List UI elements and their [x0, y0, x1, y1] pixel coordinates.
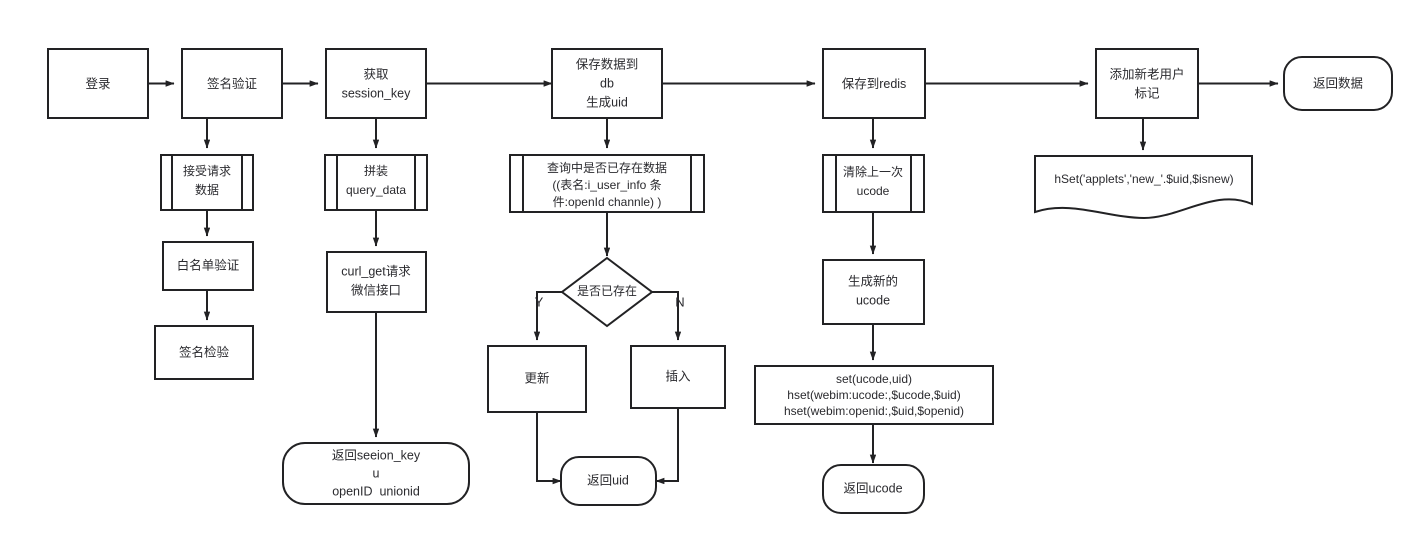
node-return-session-key-label-2: u	[373, 466, 380, 480]
node-return-session-key-label-3: openID unionid	[332, 484, 420, 498]
node-clear-last-ucode-label-1: 清除上一次	[843, 164, 903, 179]
node-hset-applets-document[interactable]: hSet('applets','new_'.$uid,$isnew)	[1034, 155, 1253, 220]
node-whitelist-verify-label: 白名单验证	[177, 257, 240, 272]
node-decision-exists[interactable]: 是否已存在	[560, 256, 654, 328]
node-return-session-key-label-1: 返回seeion_key	[332, 448, 421, 462]
node-curl-get-wechat-api[interactable]: curl_get请求 微信接口	[326, 251, 427, 313]
node-query-exists-data-label-1: 查询中是否已存在数据	[547, 160, 667, 175]
node-get-session-key-label-1: 获取	[363, 67, 389, 81]
edge-label-no: N	[675, 294, 684, 309]
edge-decision-yes-to-update	[533, 291, 562, 341]
node-receive-request-data-label-1: 接受请求	[183, 163, 231, 178]
node-query-exists-data-label-2: ((表名:i_user_info 条	[552, 177, 661, 192]
node-save-data-to-db[interactable]: 保存数据到 db 生成uid	[551, 48, 663, 119]
node-return-ucode[interactable]: 返回ucode	[822, 464, 925, 514]
node-receive-request-data[interactable]: 接受请求 数据	[160, 154, 254, 211]
node-sign-verify[interactable]: 签名验证	[181, 48, 283, 119]
node-signature-check-label: 签名检验	[179, 344, 230, 359]
node-redis-commands-label-3: hset(webim:openid:,$uid,$openid)	[784, 404, 964, 418]
node-get-session-key-label-2: session_key	[342, 86, 412, 100]
node-generate-new-ucode-label-1: 生成新的	[848, 273, 898, 288]
node-return-ucode-label: 返回ucode	[843, 481, 902, 495]
node-save-data-to-db-label-2: db	[600, 76, 614, 90]
node-return-data-label: 返回数据	[1313, 75, 1363, 90]
node-return-uid-label: 返回uid	[587, 473, 629, 487]
node-clear-last-ucode-label-2: ucode	[857, 184, 890, 198]
node-generate-new-ucode-label-2: ucode	[856, 293, 890, 307]
edge-insert-to-return-uid	[655, 408, 679, 485]
edge-update-to-return-uid	[536, 412, 562, 485]
node-insert-label: 插入	[665, 369, 691, 383]
node-sign-verify-label: 签名验证	[207, 76, 258, 91]
node-generate-new-ucode[interactable]: 生成新的 ucode	[822, 259, 925, 325]
node-return-data[interactable]: 返回数据	[1283, 56, 1393, 111]
node-query-exists-data-label-3: 件:openId channle) )	[553, 195, 662, 209]
edge-decision-no-to-insert	[652, 291, 682, 341]
node-receive-request-data-label-2: 数据	[195, 182, 219, 197]
node-login-label: 登录	[85, 76, 110, 91]
node-save-to-redis[interactable]: 保存到redis	[822, 48, 926, 119]
node-decision-exists-label: 是否已存在	[577, 284, 637, 298]
node-add-user-flag-label-1: 添加新老用户	[1109, 66, 1184, 81]
node-curl-get-wechat-api-label-2: 微信接口	[351, 282, 401, 297]
node-redis-commands-label-2: hset(webim:ucode:,$ucode,$uid)	[787, 388, 960, 402]
node-save-data-to-db-label-3: 生成uid	[586, 95, 628, 109]
node-signature-check[interactable]: 签名检验	[154, 325, 254, 380]
node-redis-commands-label-1: set(ucode,uid)	[836, 372, 912, 386]
node-insert[interactable]: 插入	[630, 345, 726, 409]
node-redis-commands[interactable]: set(ucode,uid) hset(webim:ucode:,$ucode,…	[754, 365, 994, 425]
node-update-label: 更新	[524, 370, 549, 385]
node-add-user-flag-label-2: 标记	[1134, 86, 1160, 100]
node-get-session-key[interactable]: 获取 session_key	[325, 48, 427, 119]
node-hset-applets-label: hSet('applets','new_'.$uid,$isnew)	[1054, 172, 1233, 186]
node-clear-last-ucode[interactable]: 清除上一次 ucode	[822, 154, 925, 213]
node-assemble-query-data-label-1: 拼装	[364, 164, 388, 178]
connector-layer	[148, 80, 1279, 485]
node-assemble-query-data-label-2: query_data	[346, 183, 406, 197]
node-curl-get-wechat-api-label-1: curl_get请求	[341, 264, 411, 278]
node-return-session-key[interactable]: 返回seeion_key u openID unionid	[282, 442, 470, 505]
node-return-uid[interactable]: 返回uid	[560, 456, 657, 506]
node-update[interactable]: 更新	[487, 345, 587, 413]
node-whitelist-verify[interactable]: 白名单验证	[162, 241, 254, 291]
edge-label-yes: Y	[535, 294, 544, 309]
node-login[interactable]: 登录	[47, 48, 149, 119]
node-assemble-query-data[interactable]: 拼装 query_data	[324, 154, 428, 211]
node-save-data-to-db-label-1: 保存数据到	[576, 56, 639, 71]
node-add-user-flag[interactable]: 添加新老用户 标记	[1095, 48, 1199, 119]
node-save-to-redis-label: 保存到redis	[842, 77, 907, 91]
node-query-exists-data[interactable]: 查询中是否已存在数据 ((表名:i_user_info 条 件:openId c…	[509, 154, 705, 213]
